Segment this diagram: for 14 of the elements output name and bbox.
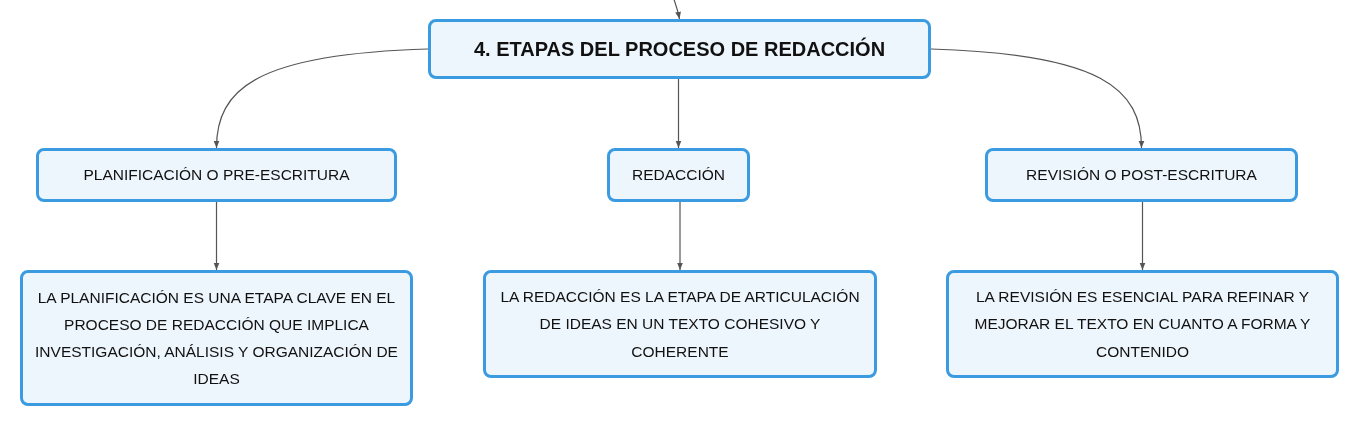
connector-arrow <box>213 201 220 271</box>
topic-box: LA REVISIÓN ES ESENCIAL PARA REFINAR Y MEJORAR EL TEXTO EN CUANTO A FORMA Y CONTENIDO <box>946 270 1339 378</box>
connector-arrow <box>672 0 681 20</box>
topic-box: PLANIFICACIÓN O PRE-ESCRITURA <box>36 148 397 202</box>
connector-arrow <box>677 201 683 271</box>
connector-arrow <box>1139 201 1146 271</box>
title-box: 4. ETAPAS DEL PROCESO DE REDACCIÓN <box>428 19 931 79</box>
topic-box: REVISIÓN O POST-ESCRITURA <box>985 148 1298 202</box>
topic-box: LA PLANIFICACIÓN ES UNA ETAPA CLAVE EN EL PROCESO DE REDACCIÓN QUE IMPLICA INVESTIGACIÓN, ANÁLISIS Y ORGANIZACIÓN DE IDEAS <box>20 270 413 406</box>
topic-box: REDACCIÓN <box>607 148 750 202</box>
connector-arrow <box>214 48 429 149</box>
connector-arrow <box>675 78 682 149</box>
connector-arrow <box>930 48 1144 149</box>
topic-box: LA REDACCIÓN ES LA ETAPA DE ARTICULACIÓN DE IDEAS EN UN TEXTO COHESIVO Y COHERENTE <box>483 270 877 378</box>
